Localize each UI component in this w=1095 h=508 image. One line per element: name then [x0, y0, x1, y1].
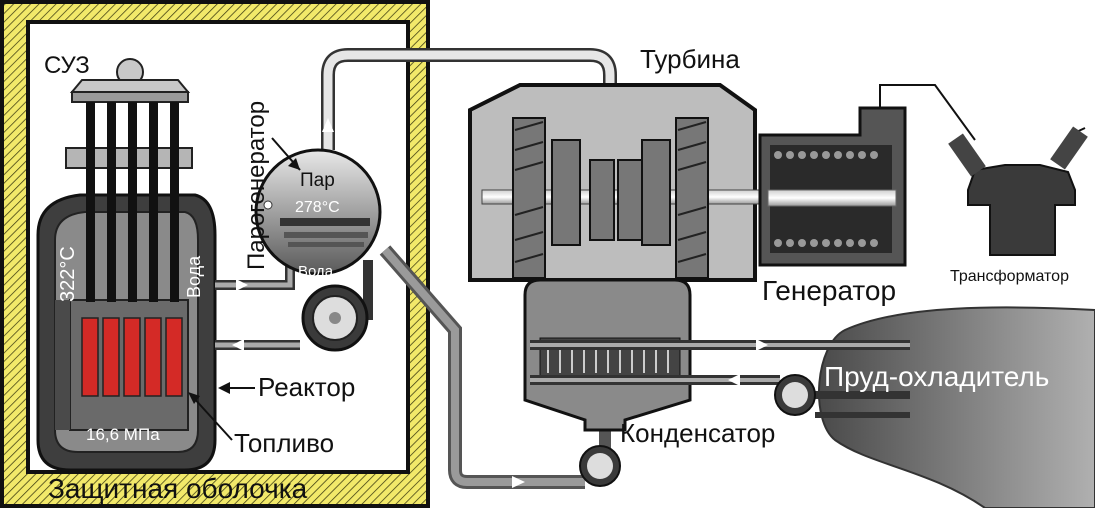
turbine-label: Турбина	[640, 44, 740, 74]
steam-generator	[254, 148, 382, 276]
fuel-label: Топливо	[234, 428, 334, 458]
control-rods	[65, 58, 193, 302]
main-circulation-pump	[301, 284, 369, 352]
fuel-pointer-arrow	[191, 395, 233, 441]
water-label: Вода	[184, 255, 204, 298]
primary-loop	[215, 260, 373, 351]
steam-generator-label: Парогенератор	[243, 101, 270, 270]
generator-label: Генератор	[762, 275, 896, 306]
reactor-temp-label: 322°C	[57, 246, 79, 302]
cooling-pond	[818, 306, 1095, 508]
condenser	[523, 278, 692, 432]
transformer	[879, 84, 1088, 256]
fuel-assemblies	[81, 317, 183, 397]
steam-temp-label: 278°C	[295, 199, 340, 216]
pressure-label: 16,6 МПа	[86, 425, 160, 444]
water-in-sg-label: Вода	[298, 263, 334, 280]
condenser-label: Конденсатор	[620, 418, 775, 448]
reactor-label: Реактор	[258, 372, 355, 402]
suz-label: СУЗ	[44, 52, 90, 79]
steam-label: Пар	[300, 170, 335, 191]
cooling-water-pipes	[530, 339, 910, 418]
cooling-pond-label: Пруд-охладитель	[824, 361, 1049, 392]
cooling-water-pump	[774, 374, 816, 416]
generator	[758, 106, 907, 267]
containment-label: Защитная оболочка	[48, 473, 308, 504]
condensate-pump	[579, 445, 621, 487]
transformer-label: Трансформатор	[950, 268, 1069, 285]
turbine	[468, 83, 773, 282]
